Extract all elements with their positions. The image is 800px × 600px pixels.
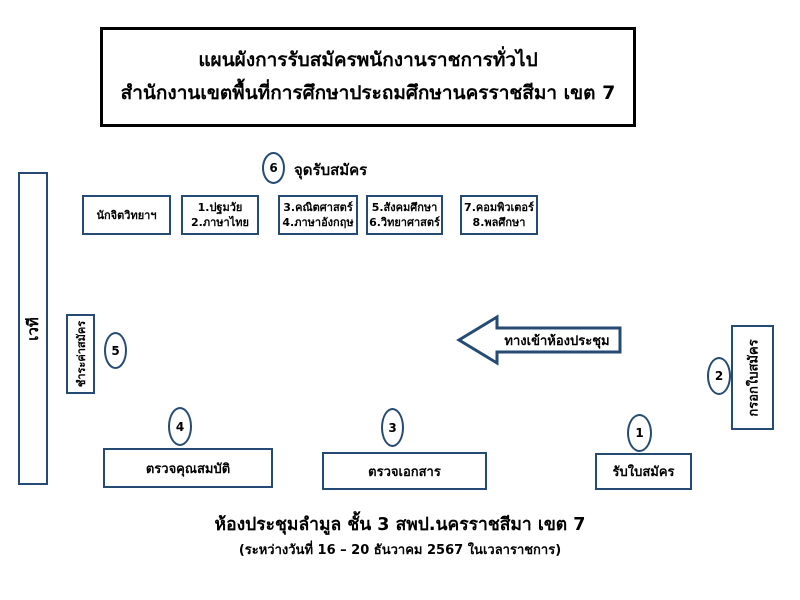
subject-box-psychologist: นักจิตวิทยาฯ [82, 195, 171, 235]
station-3-number: 3 [388, 420, 397, 435]
stage-box: เวที [18, 172, 48, 485]
station-2-badge: 2 [707, 357, 731, 395]
station-1-badge: 1 [627, 414, 652, 452]
subject-box-early-childhood-thai: 1.ปฐมวัย 2.ภาษาไทย [181, 195, 259, 235]
left-arrow-icon [456, 314, 622, 366]
subject-box-computer-pe: 7.คอมพิวเตอร์ 8.พลศึกษา [460, 195, 538, 235]
station-4-box: ตรวจคุณสมบัติ [103, 448, 273, 488]
station-5-number: 5 [111, 343, 120, 358]
subject-line: 3.คณิตศาสตร์ [283, 201, 353, 214]
entrance-arrow-label: ทางเข้าห้องประชุม [504, 333, 610, 349]
subject-line: 4.ภาษาอังกฤษ [282, 216, 354, 229]
station-5-box: ชำระค่าสมัคร [66, 314, 95, 394]
subject-line: 6.วิทยาศาสตร์ [369, 216, 440, 229]
station-2-label: กรอกใบสมัคร [746, 338, 761, 417]
station-1-label: รับใบสมัคร [612, 465, 675, 480]
station-2-number: 2 [714, 369, 724, 383]
entrance-arrow: ทางเข้าห้องประชุม [455, 314, 623, 366]
station-4-label: ตรวจคุณสมบัติ [145, 461, 231, 477]
station-5-label: ชำระค่าสมัคร [74, 320, 88, 388]
venue-text: ห้องประชุมลำมูล ชั้น 3 สพป.นครราชสีมา เข… [214, 515, 586, 535]
diagram-title-line1: แผนผังการรับสมัครพนักงานราชการทั่วไป [198, 49, 538, 72]
subject-line: นักจิตวิทยาฯ [96, 208, 157, 222]
subject-box-social-science: 5.สังคมศึกษา 6.วิทยาศาสตร์ [366, 195, 443, 235]
station-3-box: ตรวจเอกสาร [322, 452, 487, 490]
station-6-number: 6 [269, 161, 278, 175]
diagram-title-line2: สำนักงานเขตพื้นที่การศึกษาประถมศึกษานครร… [120, 82, 616, 104]
station-6-badge: 6 [262, 152, 285, 184]
station-5-badge: 5 [104, 332, 127, 369]
subject-line: 1.ปฐมวัย [197, 201, 243, 214]
title-box: แผนผังการรับสมัครพนักงานราชการทั่วไป สำน… [100, 27, 636, 127]
station-4-number: 4 [175, 419, 185, 434]
subject-line: 7.คอมพิวเตอร์ [464, 201, 534, 214]
stage-label: เวที [24, 316, 42, 341]
subject-line: 2.ภาษาไทย [191, 216, 249, 229]
date-range-text: (ระหว่างวันที่ 16 – 20 ธันวาคม 2567 ในเว… [238, 543, 562, 558]
station-1-number: 1 [635, 426, 644, 440]
subject-box-math-english: 3.คณิตศาสตร์ 4.ภาษาอังกฤษ [278, 195, 358, 235]
subject-line: 8.พลศึกษา [472, 216, 526, 229]
station-2-box: กรอกใบสมัคร [731, 325, 774, 430]
subject-line: 5.สังคมศึกษา [371, 201, 438, 214]
station-3-label: ตรวจเอกสาร [368, 464, 441, 480]
station-6-label: จุดรับสมัคร [294, 161, 368, 179]
station-3-badge: 3 [381, 408, 404, 447]
station-4-badge: 4 [168, 407, 192, 446]
station-1-box: รับใบสมัคร [595, 453, 692, 490]
